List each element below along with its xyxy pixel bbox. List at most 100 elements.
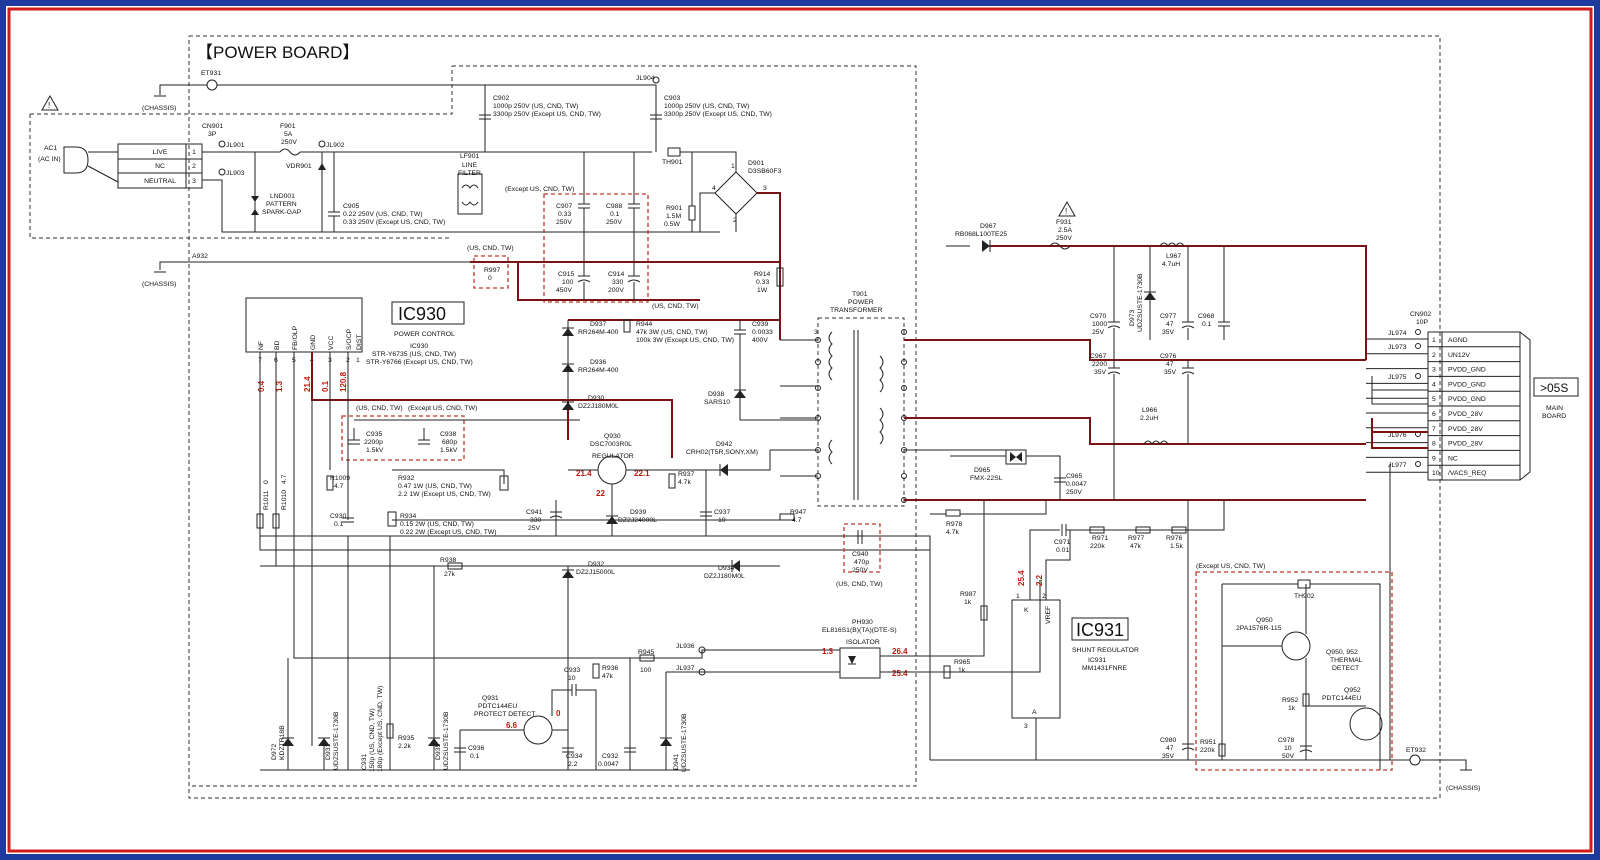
d931-icon: [318, 738, 330, 746]
c968-label: C968: [1198, 313, 1214, 320]
cn902-pin-num: 9: [1432, 455, 1436, 462]
d941-label: D941: [673, 754, 680, 770]
r944-value-2: 100k 3W (Except US, CND, TW): [636, 337, 734, 344]
c978-label: C978: [1278, 737, 1294, 744]
main-board-label-1: MAIN: [1546, 405, 1563, 412]
c914-voltage: 200V: [608, 287, 624, 294]
c903-value-2: 3300p 250V (Except US, CND, TW): [664, 111, 772, 118]
r914-value: 0.33: [756, 279, 769, 286]
d939-part: DZ2J24000L: [618, 517, 657, 524]
c905-value-2: 0.33 250V (Except US, CND, TW): [343, 219, 445, 226]
r937-icon: [668, 473, 676, 489]
c971-value: 0.01: [1056, 547, 1069, 554]
c930-value: 0.1: [334, 521, 344, 528]
r977-icon: [1135, 526, 1151, 534]
f901-fuse-icon: [279, 148, 301, 156]
cn902-label: CN902: [1410, 311, 1431, 318]
warning-icon: [41, 94, 59, 111]
us-cnd-tw-label: (US, CND, TW): [652, 303, 699, 310]
r935-value: 2.2k: [398, 743, 411, 750]
th902-icon: [1297, 579, 1311, 589]
chassis-label-3: (CHASSIS): [1446, 785, 1480, 792]
r914-icon: [776, 267, 784, 287]
r1009-label: R1009: [330, 475, 350, 482]
r951-value: 220k: [1200, 747, 1215, 754]
c907-voltage: 250V: [556, 219, 572, 226]
c938-variant-label: (Except US, CND, TW): [408, 405, 477, 412]
c907-c988-variant-box: [543, 193, 649, 303]
d937-label: D937: [590, 321, 606, 328]
q950-952-detect: DETECT: [1332, 665, 1359, 672]
q931-label: Q931: [482, 695, 499, 702]
r932-value-2: 2.2 1W (Except US, CND, TW): [398, 491, 491, 498]
q950-label: Q950: [1256, 617, 1273, 624]
c903-value-1: 1000p 250V (US, CND, TW): [664, 103, 749, 110]
c980-voltage: 35V: [1162, 753, 1175, 760]
d930-label: D930: [588, 395, 604, 402]
cn902-pin-label: PVDD_28V: [1448, 441, 1483, 448]
c905-value-1: 0.22 250V (US, CND, TW): [343, 211, 423, 218]
ic930-pin-name: FB/OLP: [292, 325, 299, 350]
c939-value: 0.0033: [752, 329, 773, 336]
q930-transistor-icon: [597, 455, 627, 485]
vcc-wire: [311, 352, 569, 440]
ic931-pin2: 2: [1042, 593, 1046, 600]
vdr901-label: VDR901: [286, 163, 312, 170]
l966-label: L966: [1142, 407, 1157, 414]
c940-voltage: 250V: [852, 567, 868, 574]
r947-icon: [779, 513, 795, 521]
q930-part: DSC7003R0L: [590, 441, 632, 448]
primary-gnd-wire: [517, 262, 700, 301]
d938-label: D938: [708, 391, 724, 398]
r976-label: R976: [1166, 535, 1182, 542]
c933-value: 10: [568, 675, 576, 682]
c939-voltage: 400V: [752, 337, 768, 344]
d936-label: D936: [590, 359, 606, 366]
un12v-wire: [990, 245, 1367, 360]
d935-icon: [428, 738, 440, 746]
q931-voltage-2: 0: [556, 709, 561, 718]
ic930-name-box: [391, 301, 465, 325]
cn902-type: 10P: [1416, 319, 1429, 326]
lf901-label: LF901: [460, 153, 479, 160]
ph930-voltage-2: 26.4: [892, 647, 908, 656]
r947-label: R947: [790, 509, 806, 516]
r1010-icon: [272, 513, 280, 529]
cn901-pin2-label: NC: [155, 163, 165, 170]
cn901-pin1-num: 1: [192, 149, 196, 156]
r901-label: R901: [666, 205, 682, 212]
r947-value: 4.7: [792, 517, 802, 524]
d937-part: RR264M-400: [578, 329, 619, 336]
power-board-outline: [188, 35, 1441, 799]
q930-supply-wire: [568, 399, 673, 458]
c941-value: 330: [530, 517, 542, 524]
c931-value-1: 150p (US, CND, TW): [369, 708, 376, 772]
d972-icon: [282, 738, 294, 746]
ic931-function: SHUNT REGULATOR: [1072, 647, 1139, 654]
r944-label: R944: [636, 321, 652, 328]
c970-voltage: 25V: [1092, 329, 1105, 336]
cn901-label: CN901: [202, 123, 223, 130]
r944-icon: [623, 319, 631, 333]
r951-label: R951: [1200, 739, 1216, 746]
ic930-pin-voltage: 0.4: [257, 380, 266, 392]
d972-label: D972: [271, 744, 278, 760]
cn902-pin-label: PVDD_GND: [1448, 381, 1486, 388]
ic930-part-2: STR-Y6766 (Except US, CND, TW): [366, 359, 473, 366]
ic930-pin-name: NF: [258, 341, 265, 350]
warning-icon-mark: !: [48, 101, 50, 110]
r976-icon: [1171, 526, 1187, 534]
l966-inductor-icon: [1143, 440, 1169, 445]
jl904-label: JL904: [636, 75, 655, 82]
ic930-pin-voltage: 0.1: [321, 380, 330, 392]
et931-terminal: [206, 79, 218, 91]
q931-part: PDTC144EU: [478, 703, 517, 710]
r935-label: R935: [398, 735, 414, 742]
jl975-label: JL975: [1388, 374, 1407, 381]
c968-value: 0.1: [1202, 321, 1212, 328]
r937-label: R937: [678, 471, 694, 478]
r937-value: 4.7k: [678, 479, 691, 486]
